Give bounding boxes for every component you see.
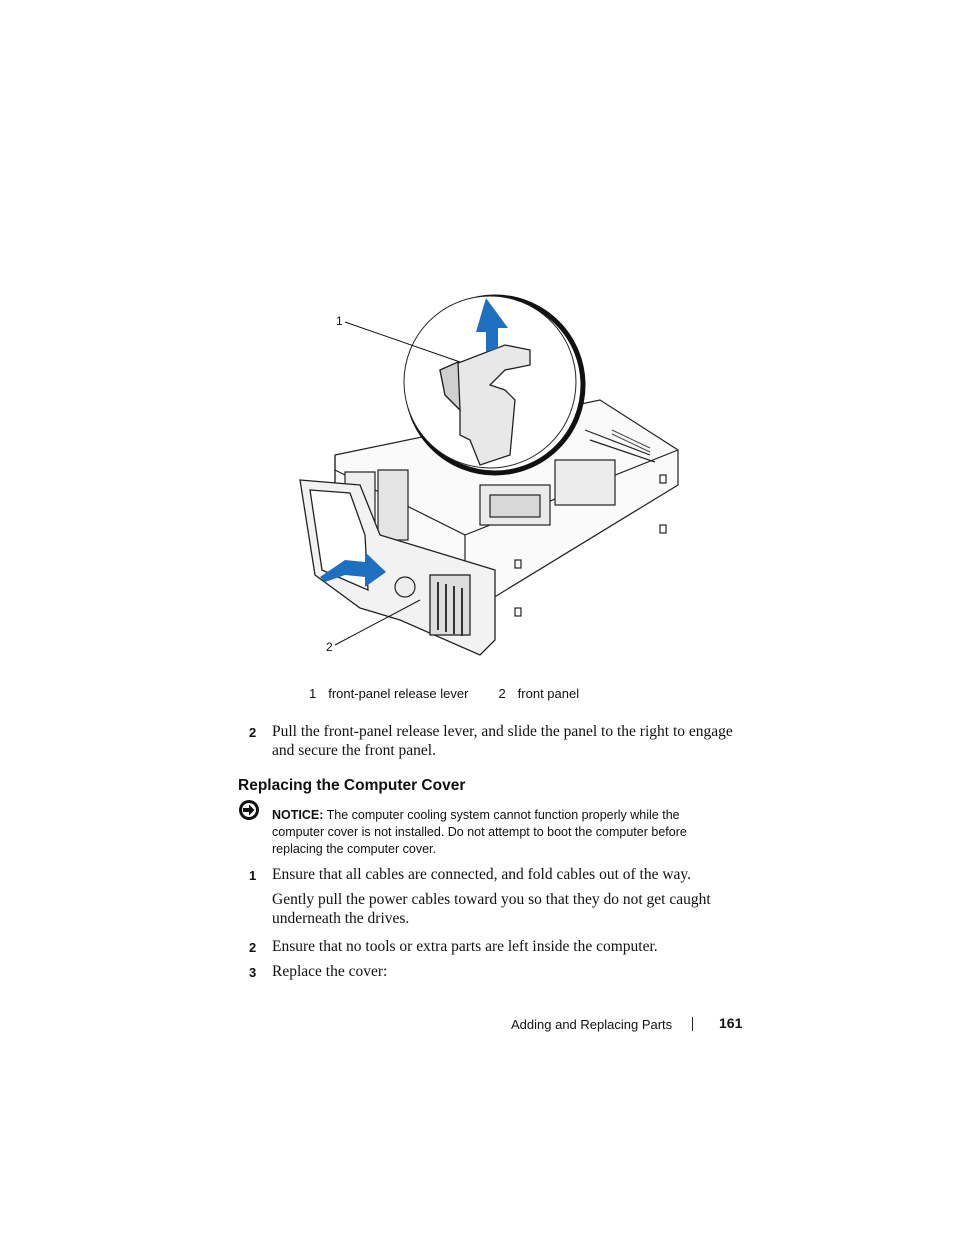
step-text: Replace the cover: (272, 963, 388, 980)
figure-legend: 1 front-panel release lever 2 front pane… (309, 686, 609, 701)
step-paragraph: Gently pull the power cables toward you … (272, 891, 711, 927)
step-text: Pull the front-panel release lever, and … (272, 723, 733, 759)
legend-item: 1 front-panel release lever (309, 686, 468, 701)
page-footer: Adding and Replacing Parts 161 (480, 1015, 742, 1035)
legend-number: 2 (498, 686, 506, 701)
legend-label: front panel (517, 686, 580, 701)
front-panel-illustration (299, 294, 679, 656)
step-number: 2 (249, 940, 257, 955)
step-number: 1 (249, 868, 257, 883)
legend-number: 1 (309, 686, 317, 701)
step-text: Ensure that all cables are connected, an… (272, 866, 692, 883)
step-item: 3 Replace the cover: (249, 962, 749, 982)
section-heading: Replacing the Computer Cover (238, 777, 466, 794)
notice-icon (239, 800, 259, 820)
legend-item: 2 front panel (498, 686, 579, 701)
step-item: 2 Ensure that no tools or extra parts ar… (249, 937, 749, 957)
callout-number-1: 1 (336, 314, 343, 328)
callout-number-2: 2 (326, 640, 333, 654)
footer-divider (692, 1017, 693, 1031)
step-text: Ensure that no tools or extra parts are … (272, 938, 658, 955)
step-number: 2 (249, 725, 257, 740)
footer-chapter-title: Adding and Replacing Parts (511, 1017, 673, 1032)
notice-label: NOTICE: (272, 808, 324, 822)
step-item: 2 Pull the front-panel release lever, an… (249, 722, 749, 760)
step-item: 1 Ensure that all cables are connected, … (249, 865, 749, 885)
page-number: 161 (719, 1015, 743, 1031)
legend-label: front-panel release lever (328, 686, 469, 701)
step-number: 3 (249, 965, 257, 980)
notice-text: NOTICE: The computer cooling system cann… (272, 807, 712, 858)
notice-body: The computer cooling system cannot funct… (272, 808, 687, 856)
